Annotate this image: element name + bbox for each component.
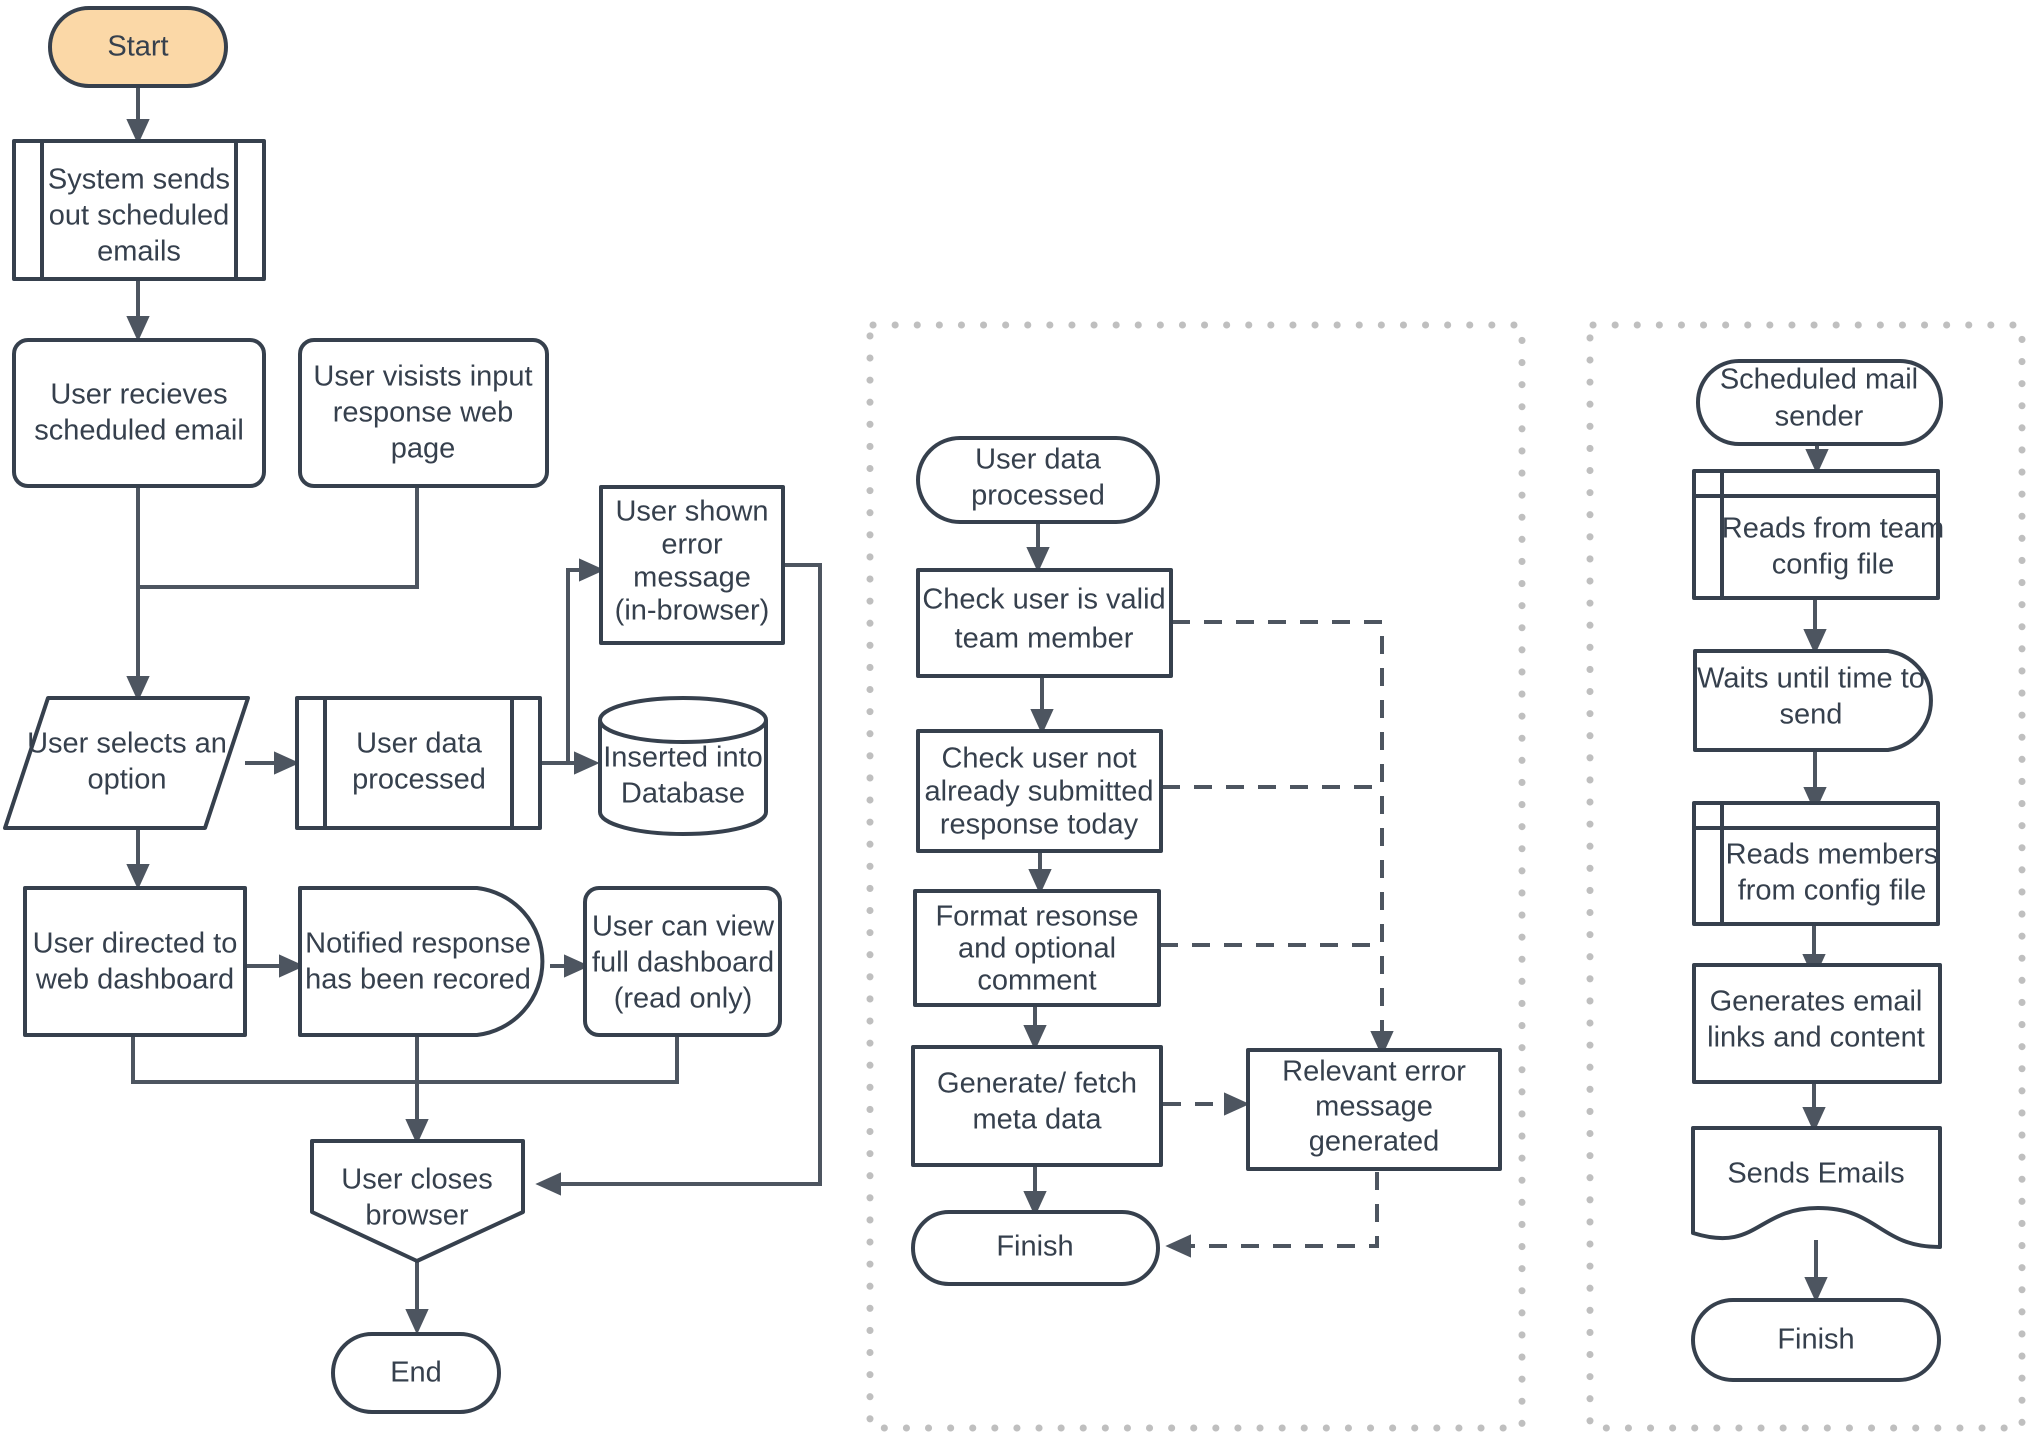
node-user-closes-line-1: browser [365, 1200, 468, 1232]
node-p-check-not-submitted-line-1: already submitted [925, 776, 1154, 808]
node-user-closes[interactable]: User closes browser [310, 1139, 525, 1263]
node-user-selects[interactable]: User selects an option [3, 696, 250, 830]
node-user-recieves-line-0: User recieves [50, 379, 227, 411]
node-m-reads-members[interactable]: Reads members from config file [1692, 801, 1940, 926]
node-p-check-valid-line-0: Check user is valid [922, 584, 1165, 616]
node-inserted-db-line-1: Database [621, 778, 745, 810]
node-m-generates-line-0: Generates email [1710, 986, 1923, 1018]
node-user-closes-line-0: User closes [341, 1164, 493, 1196]
node-p-format[interactable]: Format resonse and optional comment [913, 889, 1161, 1007]
node-p-check-not-submitted-line-0: Check user not [941, 743, 1136, 775]
node-user-shown-error-line-0: User shown [615, 496, 768, 528]
node-user-shown-error-line-1: error [661, 529, 723, 561]
node-p-generate-meta-line-0: Generate/ fetch [937, 1068, 1137, 1100]
node-user-visists-line-1: response web [333, 397, 514, 429]
node-p-relevant-error-line-0: Relevant error [1282, 1056, 1466, 1088]
node-user-visists-line-0: User visists input [313, 361, 532, 393]
node-m-reads-team-line-0: Reads from team [1722, 513, 1944, 545]
node-notified-response[interactable]: Notified response has been recored [298, 886, 545, 1037]
node-p-relevant-error[interactable]: Relevant error message generated [1246, 1048, 1502, 1171]
node-m-scheduled-sender[interactable]: Scheduled mail sender [1696, 359, 1943, 446]
node-m-waits-line-0: Waits until time to [1697, 663, 1925, 695]
node-user-data-processed-main-line-1: processed [352, 764, 486, 796]
group-border-mailer [1586, 321, 2026, 1432]
node-user-recieves-line-1: scheduled email [34, 415, 244, 447]
node-p-user-data-processed[interactable]: User data processed [916, 436, 1160, 524]
node-m-waits[interactable]: Waits until time to send [1693, 649, 1933, 752]
edge-directed-to-closes [131, 1035, 417, 1084]
edge-canview-to-closes [417, 1035, 679, 1084]
node-m-reads-team-line-1: config file [1772, 549, 1895, 581]
node-user-recieves[interactable]: User recieves scheduled email [12, 338, 266, 488]
node-end[interactable]: End [331, 1332, 501, 1414]
node-m-sends[interactable]: Sends Emails [1691, 1126, 1942, 1249]
node-p-user-data-processed-line-1: processed [971, 480, 1105, 512]
node-m-scheduled-sender-line-1: sender [1775, 401, 1864, 433]
node-p-format-line-1: and optional [958, 933, 1116, 965]
node-user-can-view-line-1: full dashboard [592, 947, 774, 979]
node-user-can-view[interactable]: User can view full dashboard (read only) [583, 886, 782, 1037]
node-p-relevant-error-line-1: message [1315, 1091, 1433, 1123]
node-start[interactable]: Start [48, 6, 228, 88]
node-notified-response-line-0: Notified response [305, 928, 531, 960]
node-m-generates[interactable]: Generates email links and content [1692, 963, 1942, 1084]
node-p-check-not-submitted-line-2: response today [940, 809, 1139, 841]
node-user-directed-line-1: web dashboard [35, 964, 234, 996]
group-border-processing [866, 321, 1526, 1432]
node-user-directed[interactable]: User directed to web dashboard [23, 886, 247, 1037]
node-m-generates-line-1: links and content [1707, 1022, 1925, 1054]
node-user-selects-line-1: option [87, 764, 166, 796]
node-notified-response-line-1: has been recored [305, 964, 531, 996]
node-m-reads-team[interactable]: Reads from team config file [1692, 469, 1944, 600]
node-user-directed-line-0: User directed to [33, 928, 238, 960]
node-p-generate-meta[interactable]: Generate/ fetch meta data [911, 1045, 1163, 1167]
node-user-data-processed-main[interactable]: User data processed [295, 696, 542, 830]
node-p-format-line-0: Format resonse [935, 901, 1138, 933]
node-user-shown-error-line-3: (in-browser) [615, 595, 770, 627]
node-p-finish-label: Finish [996, 1231, 1073, 1263]
node-m-scheduled-sender-line-0: Scheduled mail [1720, 364, 1918, 396]
node-user-selects-line-0: User selects an [27, 728, 227, 760]
node-p-finish[interactable]: Finish [911, 1210, 1160, 1286]
edges-main [126, 87, 822, 1335]
node-user-can-view-line-2: (read only) [614, 983, 753, 1015]
node-user-can-view-line-0: User can view [592, 911, 775, 943]
edge-visists-to-selects [138, 486, 419, 589]
node-p-check-not-submitted[interactable]: Check user not already submitted respons… [916, 729, 1163, 853]
node-m-sends-label: Sends Emails [1727, 1158, 1904, 1190]
edge-processed-to-error [566, 558, 605, 763]
node-p-relevant-error-line-2: generated [1309, 1126, 1440, 1158]
edge-error-to-closes [535, 563, 822, 1196]
node-inserted-db-line-0: Inserted into [603, 742, 763, 774]
node-system-sends-line-1: out scheduled [49, 200, 230, 232]
node-p-generate-meta-line-1: meta data [973, 1104, 1103, 1136]
node-system-sends-line-0: System sends [48, 164, 230, 196]
node-user-shown-error-line-2: message [633, 562, 751, 594]
node-user-visists-line-2: page [391, 433, 456, 465]
edges-processing [1023, 522, 1394, 1258]
node-system-sends[interactable]: System sends out scheduled emails [12, 139, 266, 281]
edge-p-checkvalid-to-error [1172, 620, 1394, 1057]
node-user-visists[interactable]: User visists input response web page [298, 338, 549, 488]
node-m-waits-line-1: send [1780, 699, 1843, 731]
node-p-user-data-processed-line-0: User data [975, 444, 1102, 476]
node-inserted-db[interactable]: Inserted into Database [598, 696, 768, 836]
node-p-check-valid-line-1: team member [955, 623, 1134, 655]
node-m-reads-members-line-0: Reads members [1726, 839, 1939, 871]
node-m-reads-members-line-1: from config file [1738, 875, 1927, 907]
node-end-label: End [390, 1357, 442, 1389]
node-system-sends-line-2: emails [97, 236, 181, 268]
node-m-finish[interactable]: Finish [1691, 1298, 1941, 1382]
node-m-finish-label: Finish [1777, 1324, 1854, 1356]
node-user-shown-error[interactable]: User shown error message (in-browser) [599, 485, 785, 645]
edge-p-error-to-finish [1165, 1172, 1379, 1258]
node-start-label: Start [107, 31, 168, 63]
node-user-data-processed-main-line-0: User data [356, 728, 483, 760]
node-p-check-valid[interactable]: Check user is valid team member [916, 568, 1173, 678]
node-p-format-line-2: comment [977, 965, 1096, 997]
